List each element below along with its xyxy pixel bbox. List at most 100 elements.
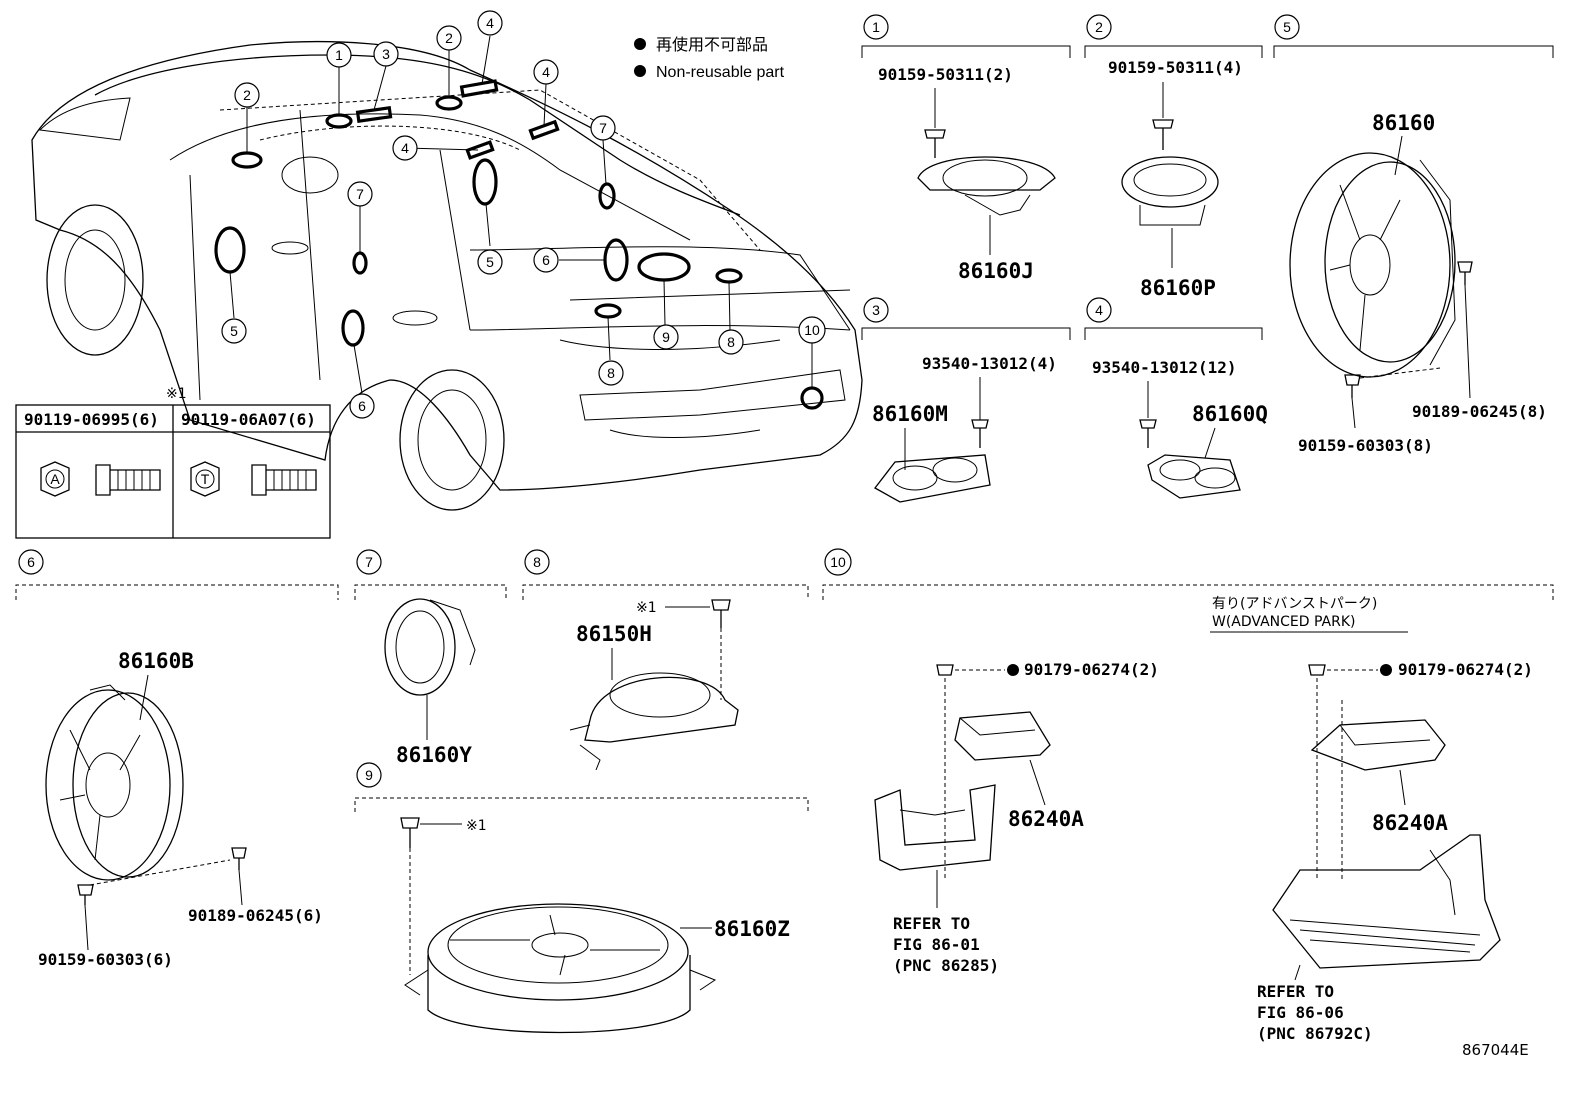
bolt-icon [400, 817, 420, 848]
ecu-86240A-right-illustration [1310, 719, 1446, 771]
speaker-location-ring [352, 251, 368, 275]
speaker-86160Q-illustration [1147, 454, 1241, 499]
section-number: 10 [830, 554, 846, 570]
callout-2 [234, 82, 260, 108]
front-wheel-rim [64, 229, 126, 331]
callout-number: 9 [662, 329, 670, 345]
s1-screw-part-number: 90159-50311(2) [878, 65, 1013, 84]
s10-left-assembly: 90179-06274(2) 86240A REFER TO FIG 86-01… [874, 660, 1159, 975]
callout-number: 2 [445, 30, 453, 46]
car-taillight [579, 369, 846, 421]
s9-note: ※1 [466, 818, 487, 834]
car-callouts: 2 1 3 2 4 4 4 7 7 5 6 9 8 8 5 6 10 [221, 10, 826, 419]
s10-right-assembly: 90179-06274(2) 86240A REFER TO FIG 86-06… [1257, 660, 1533, 1043]
speaker-location-ring [594, 303, 622, 319]
speaker-location-ring [800, 386, 824, 410]
section-7: 7 86160Y [354, 549, 507, 767]
section-2: 2 90159-50311(4) 86160P [1084, 14, 1263, 300]
car-hidden-lines [219, 89, 761, 251]
car-window-line [169, 113, 691, 241]
non-reusable-dot-icon [634, 65, 646, 77]
s10-left-nut-part-number: 90179-06274(2) [1024, 660, 1159, 679]
screw-icon [1139, 419, 1157, 448]
s10-left-part-number: 86240A [1008, 807, 1084, 831]
door-handle [392, 310, 438, 326]
bolt-a-mark: A [50, 471, 60, 487]
speaker-86160-illustration [1289, 152, 1451, 378]
speaker-location-ring [637, 252, 691, 282]
speaker-location-ring [472, 158, 498, 206]
s4-part-number: 86160Q [1192, 402, 1268, 426]
section-8: 8 ※1 86150H [522, 549, 809, 771]
s7-part-number: 86160Y [396, 743, 472, 767]
tweeter-86160J-illustration [917, 156, 1056, 191]
speaker-location-rect [459, 79, 499, 98]
front-wheel [46, 204, 144, 356]
bolt-table-note: ※1 [166, 386, 187, 402]
s1-part-number: 86160J [958, 259, 1034, 283]
non-reusable-dot-icon [1007, 664, 1019, 676]
callout-10 [798, 316, 826, 344]
callout-number: 4 [401, 140, 409, 156]
callout-leaders [229, 35, 813, 394]
s5-clip-part-number: 90189-06245(8) [1412, 402, 1547, 421]
section-10: 10 有り(アドバンストパーク) W(ADVANCED PARK) 90179-… [822, 548, 1554, 1043]
callout-5 [221, 318, 247, 344]
section-number: 1 [872, 19, 880, 35]
s10-variant-jp: 有り(アドバンストパーク) [1212, 596, 1377, 612]
speaker-location-ring [341, 309, 365, 347]
tweeter-86160P-illustration [1121, 156, 1219, 208]
legend-non-reusable-jp: 再使用不可部品 [656, 36, 768, 54]
bolt-b-part-number: 90119-06A07(6) [181, 410, 316, 429]
callout-number: 8 [727, 334, 735, 350]
callout-8 [598, 360, 624, 386]
section-number: 8 [533, 554, 541, 570]
callout-5 [477, 249, 503, 275]
section-bracket [1273, 45, 1554, 58]
section-bracket [1084, 327, 1263, 340]
car-bumper-line [609, 429, 761, 438]
callout-7 [347, 181, 373, 207]
callout-number: 4 [486, 15, 494, 31]
car-roofline [94, 54, 741, 216]
callout-9 [653, 324, 679, 350]
section-number: 3 [872, 302, 880, 318]
s5-part-number: 86160 [1372, 111, 1435, 135]
callout-number: 10 [804, 322, 820, 338]
section-number: 9 [365, 767, 373, 783]
s10-right-refer-3: (PNC 86792C) [1257, 1024, 1373, 1043]
speaker-86160B-illustration [45, 689, 171, 881]
car-pillars [189, 109, 471, 401]
section-9: 9 ※1 86160Z [354, 762, 809, 1034]
callout-number: 5 [486, 254, 494, 270]
callout-2 [436, 25, 462, 51]
speaker-location-ring [715, 268, 743, 284]
subwoofer-86160Z-illustration [427, 903, 689, 1001]
clip-icon [1457, 261, 1473, 285]
speaker-location-ring [603, 238, 629, 282]
s6-part-number: 86160B [118, 649, 194, 673]
s10-left-refer-2: FIG 86-01 [893, 935, 980, 954]
speaker-location-ring [231, 151, 263, 169]
section-6: 6 86160B 90189-06245(6) 90159-60303(6) [15, 549, 339, 969]
speaker-location-ring [598, 182, 616, 210]
callout-number: 7 [356, 186, 364, 202]
callout-number: 8 [607, 365, 615, 381]
s2-screw-part-number: 90159-50311(4) [1108, 58, 1243, 77]
bolt-head-a-icon [40, 461, 70, 497]
s3-screw-part-number: 93540-13012(4) [922, 354, 1057, 373]
section-1: 1 90159-50311(2) 86160J [861, 14, 1071, 283]
speaker-location-rect [528, 119, 560, 141]
callout-4 [533, 59, 559, 85]
callout-number: 7 [599, 120, 607, 136]
callout-number: 1 [335, 47, 343, 63]
section-bracket [15, 584, 339, 600]
bolt-side-a-icon [95, 464, 161, 496]
s6-screw-part-number: 90159-60303(6) [38, 950, 173, 969]
non-reusable-dot-icon [1380, 664, 1392, 676]
s8-part-number: 86150H [576, 622, 652, 646]
section-number: 4 [1095, 302, 1103, 318]
non-reusable-dot-icon [634, 38, 646, 50]
callout-1 [326, 42, 352, 68]
